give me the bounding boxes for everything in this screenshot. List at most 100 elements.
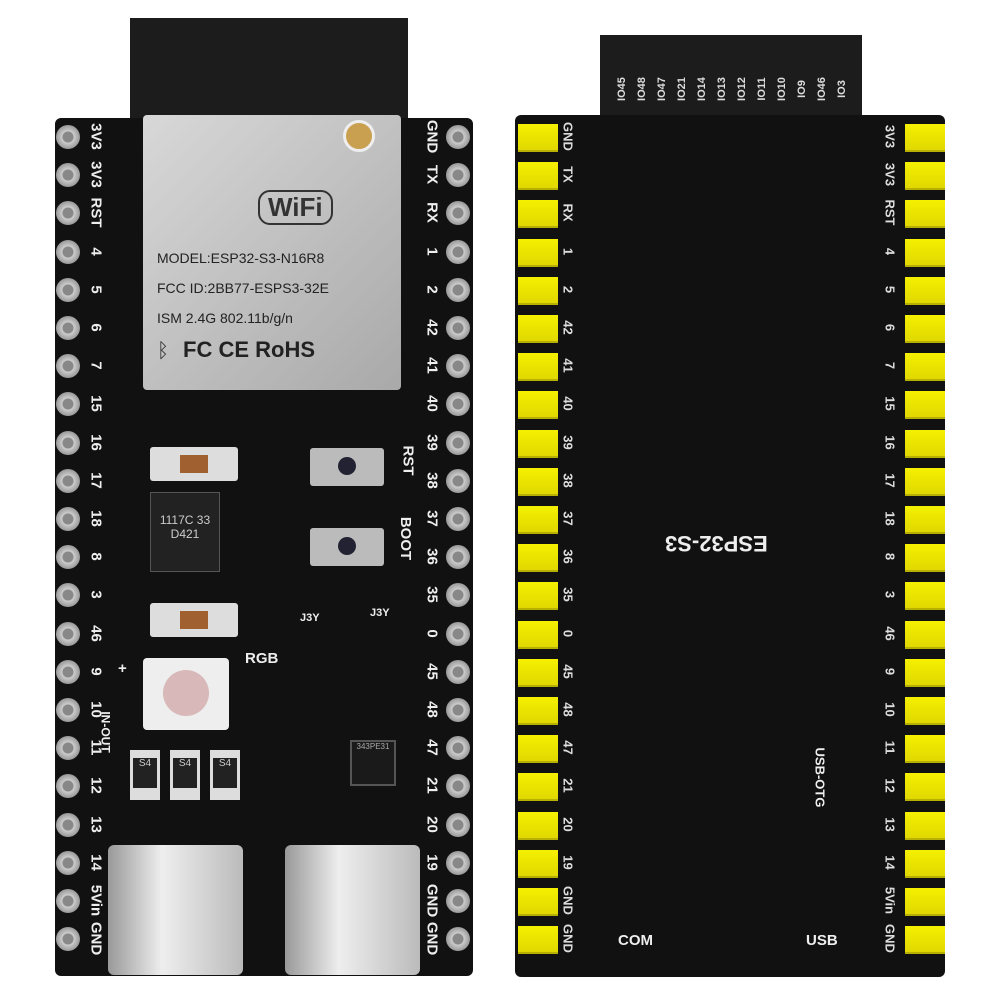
header-pin	[905, 888, 945, 916]
pin-label: 8	[87, 552, 105, 561]
pin-hole	[446, 812, 470, 837]
pin-label: 47	[423, 739, 441, 757]
header-pin	[518, 162, 558, 191]
pin-label: 7	[87, 361, 105, 370]
header-pin	[518, 773, 558, 802]
header-pin	[518, 658, 558, 687]
module-model: MODEL:ESP32-S3-N16R8	[157, 250, 325, 266]
header-pin	[905, 811, 945, 840]
header-pin	[905, 315, 945, 343]
header-pin	[905, 735, 945, 764]
header-pin	[518, 849, 558, 878]
diode: S4	[170, 750, 200, 800]
boot-button[interactable]	[310, 528, 384, 566]
pin-hole	[446, 277, 470, 302]
pin-label: 40	[560, 396, 576, 412]
pin-hole	[446, 430, 470, 455]
pin-label: 1	[423, 246, 441, 256]
pin-hole	[56, 430, 80, 455]
pin-hole	[446, 468, 470, 493]
pin-label: 42	[560, 320, 576, 335]
header-pin	[518, 315, 558, 343]
pin-label: 9	[882, 667, 898, 675]
diode: S4	[130, 750, 160, 800]
pin-label: 36	[560, 549, 576, 564]
module-ism: ISM 2.4G 802.11b/g/n	[157, 310, 293, 326]
pin-label: 10	[882, 702, 898, 717]
rgb-led	[143, 658, 229, 730]
pin-label: RST	[87, 197, 105, 228]
usb-otg-label: USB-OTG	[812, 747, 828, 808]
board-back	[515, 115, 945, 977]
pin-label: 46	[882, 625, 898, 641]
pin-label: 38	[423, 471, 441, 489]
pin-label: 40	[423, 395, 441, 413]
pin-label: GND	[87, 922, 105, 956]
diode: S4	[210, 750, 240, 800]
pin-label: 37	[560, 511, 576, 526]
usb-c-port-com[interactable]	[108, 845, 243, 975]
header-pin	[518, 582, 558, 611]
pin-hole	[56, 736, 80, 761]
pin-hole	[56, 239, 80, 264]
pin-label: GND	[560, 122, 576, 151]
pin-hole	[56, 927, 80, 952]
pin-label: 11	[882, 740, 898, 755]
pin-label: 3	[882, 591, 898, 599]
pin-label: 48	[423, 701, 441, 718]
header-pin	[905, 506, 945, 534]
header-pin	[518, 544, 558, 573]
header-pin	[518, 811, 558, 840]
pin-label: 45	[423, 662, 441, 680]
header-pin	[905, 162, 945, 191]
pin-hole	[446, 239, 470, 264]
usb-chip: 343PE31	[350, 740, 396, 786]
pin-label: 38	[560, 473, 576, 488]
pin-label: 37	[423, 510, 441, 527]
pin-label: 19	[423, 853, 441, 871]
header-pin	[905, 429, 945, 458]
pin-hole	[446, 392, 470, 417]
header-pin	[518, 697, 558, 725]
pin-label: TX	[560, 166, 576, 183]
pin-hole	[446, 583, 470, 608]
pin-label: 3V3	[87, 123, 105, 150]
header-pin	[518, 467, 558, 496]
pin-label: 3V3	[882, 163, 898, 187]
bluetooth-icon: ᛒ	[157, 340, 169, 362]
pin-label: 47	[560, 740, 576, 755]
pin-label: 0	[560, 629, 576, 637]
pin-label: 15	[882, 396, 898, 412]
header-pin	[905, 926, 945, 955]
usb-c-port-usb[interactable]	[285, 845, 420, 975]
plus-label: +	[118, 660, 127, 677]
pin-hole	[446, 201, 470, 226]
pin-label: 9	[87, 667, 105, 676]
header-pin	[518, 353, 558, 382]
pin-hole	[446, 659, 470, 684]
pin-hole	[56, 698, 80, 722]
inout-label: IN-OUT	[98, 711, 113, 753]
header-pin	[518, 926, 558, 955]
pin-label: 45	[560, 664, 576, 679]
header-pin	[905, 391, 945, 420]
header-pin	[905, 276, 945, 305]
esp32-module: WiFi MODEL:ESP32-S3-N16R8 FCC ID:2BB77-E…	[143, 115, 401, 390]
pin-label: RST	[882, 199, 898, 226]
pin-hole	[446, 889, 470, 913]
pin-label: 7	[882, 362, 898, 370]
capacitor	[150, 447, 238, 481]
pin-hole	[56, 659, 80, 684]
pin-hole	[56, 468, 80, 493]
pin-label: GND	[423, 883, 441, 918]
pin-label: 5	[882, 285, 898, 293]
io-label: IO14	[696, 77, 708, 101]
pin-label: GND	[882, 924, 898, 954]
pin-label: 18	[882, 511, 898, 526]
io-label: IO48	[636, 77, 648, 101]
pin-label: 15	[87, 395, 105, 413]
rst-button[interactable]	[310, 448, 384, 486]
pin-label: RX	[560, 203, 576, 222]
antenna-front	[130, 18, 408, 123]
